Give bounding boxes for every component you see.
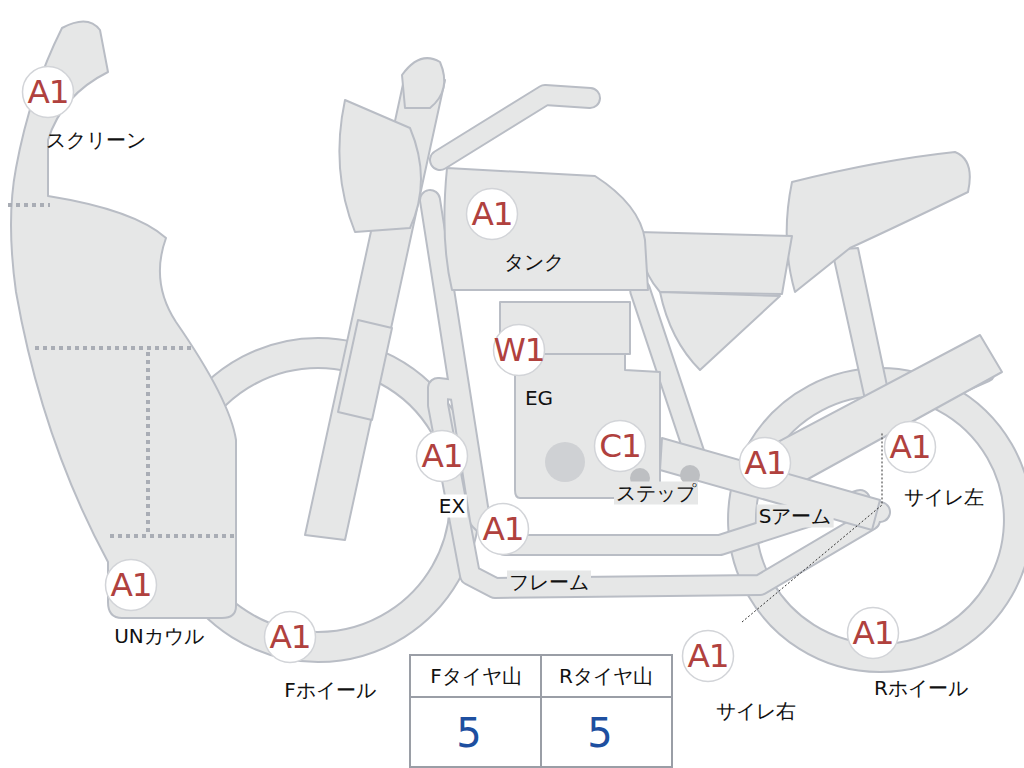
- part-name: フレーム: [507, 571, 591, 594]
- tail-seat: [787, 152, 970, 292]
- callout-code: C1: [593, 419, 647, 473]
- side-cover: [660, 292, 780, 370]
- callout-circle: A1Rホイール: [846, 606, 900, 660]
- table-header: Fタイヤ山: [430, 665, 522, 687]
- part-name: UNカウル: [112, 625, 206, 648]
- fork-cover: [338, 320, 392, 420]
- part-name: スクリーン: [44, 129, 148, 152]
- part-name: Fホイール: [282, 679, 378, 702]
- tank: [444, 168, 648, 290]
- callout-code: A1: [738, 436, 792, 490]
- callout-circle: A1EX: [415, 429, 469, 483]
- seat: [638, 232, 792, 294]
- callout-code: A1: [846, 606, 900, 660]
- callout-code: A1: [21, 65, 75, 119]
- part-name: サイレ左: [902, 486, 986, 509]
- mirror: [402, 58, 444, 108]
- part-name: Sアーム: [757, 505, 834, 528]
- callout-circle: A1Sアーム: [738, 436, 792, 490]
- part-name: サイレ右: [714, 700, 798, 723]
- callout-code: A1: [476, 502, 530, 556]
- headlight: [339, 100, 421, 232]
- part-name: EX: [437, 495, 467, 518]
- rear-strut: [832, 248, 890, 404]
- callout-circle: C1ステップ: [593, 419, 647, 473]
- front-cowl: [11, 21, 236, 618]
- table-value: 5: [587, 711, 612, 755]
- callout-code: W1: [492, 323, 546, 377]
- callout-circle: A1サイレ左: [883, 420, 937, 474]
- callout-circle: A1Fホイール: [263, 610, 317, 664]
- callout-circle: W1EG: [492, 323, 546, 377]
- callout-code: A1: [465, 187, 519, 241]
- callout-circle: A1フレーム: [476, 502, 530, 556]
- callout-code: A1: [263, 610, 317, 664]
- part-name: ステップ: [614, 482, 698, 505]
- engine-block: [515, 354, 660, 498]
- callout-circle: A1UNカウル: [104, 558, 158, 612]
- callout-circle: A1スクリーン: [21, 65, 75, 119]
- callout-code: A1: [883, 420, 937, 474]
- part-name: Rホイール: [872, 677, 970, 700]
- part-name: タンク: [502, 251, 566, 274]
- callout-code: A1: [415, 429, 469, 483]
- table-header: Rタイヤ山: [559, 665, 653, 687]
- callout-code: A1: [104, 558, 158, 612]
- callout-code: A1: [681, 629, 735, 683]
- table-value: 5: [456, 711, 481, 755]
- engine-cover: [545, 442, 585, 482]
- callout-circle: A1タンク: [465, 187, 519, 241]
- tread-table: [410, 655, 672, 767]
- part-name: EG: [523, 387, 555, 410]
- callout-circle: A1サイレ右: [681, 629, 735, 683]
